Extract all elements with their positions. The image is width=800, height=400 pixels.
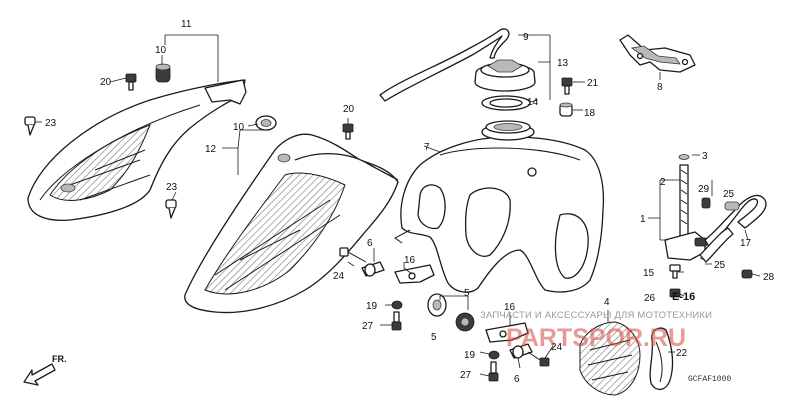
- callout-15-lower: 15: [643, 268, 655, 279]
- bolt-20-upper: [125, 73, 137, 91]
- clip-23-lower: [165, 199, 177, 219]
- cushion-5-upper: [427, 293, 447, 317]
- callout-18: 18: [584, 108, 596, 119]
- fuel-tube-25: [699, 201, 740, 263]
- breather-tube: [379, 28, 510, 102]
- grommet-10-lower: [255, 115, 277, 131]
- watermark-tagline: ЗАПЧАСТИ И АКСЕССУАРЫ ДЛЯ МОТОТЕХНИКИ: [480, 310, 712, 321]
- left-shroud: [27, 79, 247, 221]
- callout-17: 17: [740, 238, 752, 249]
- callout-9: 9: [523, 32, 529, 43]
- washer-19-upper: [391, 300, 403, 310]
- callout-13: 13: [557, 58, 569, 69]
- washer-19-lower: [488, 350, 500, 360]
- callout-27-lower: 27: [460, 370, 472, 381]
- callout-11: 11: [181, 19, 192, 30]
- front-label: FR.: [52, 354, 67, 364]
- rubber-band: [649, 327, 674, 391]
- callout-3: 3: [702, 151, 708, 162]
- callout-24-upper: 24: [333, 271, 345, 282]
- front-direction-indicator: FR.: [23, 354, 67, 386]
- watermark-brand: PARTSPOR.RU: [506, 324, 686, 352]
- callout-6-lower: 6: [514, 374, 520, 385]
- mount-stay-16-upper: [394, 264, 435, 284]
- callout-25-lower: 25: [714, 260, 726, 271]
- callout-6-upper: 6: [367, 238, 373, 249]
- callout-16-lower: 16: [504, 302, 516, 313]
- callout-14: 14: [527, 97, 539, 108]
- callout-20-upper: 20: [100, 77, 112, 88]
- callout-5-upper: 5: [464, 288, 470, 299]
- heat-guard: [579, 321, 641, 396]
- callout-8: 8: [657, 82, 663, 93]
- callout-19-upper: 19: [366, 301, 378, 312]
- bolt-21: [561, 77, 573, 95]
- callout-24-lower: 24: [551, 342, 563, 353]
- watermark: ЗАПЧАСТИ И АКСЕССУАРЫ ДЛЯ МОТОТЕХНИКИ PA…: [480, 310, 712, 352]
- bolt-27-upper: [391, 311, 402, 331]
- callout-12: 12: [205, 144, 217, 155]
- bolt-24-lower: [527, 351, 550, 367]
- callout-20-right: 20: [343, 104, 355, 115]
- bracket-8: [619, 34, 696, 73]
- right-shroud: [184, 133, 399, 314]
- callout-4: 4: [604, 297, 610, 308]
- callout-16-upper: 16: [404, 255, 416, 266]
- bolt-24-upper: [339, 247, 367, 263]
- callout-29: 29: [698, 184, 710, 195]
- clip-28: [741, 269, 753, 279]
- mount-stay-16-lower: [485, 322, 529, 343]
- collar-6-upper: [361, 261, 385, 277]
- callout-25-upper: 25: [723, 189, 735, 200]
- callout-23-lower: 23: [166, 182, 178, 193]
- bolt-26: [669, 288, 681, 298]
- diagram-code: GCFAF1000: [688, 375, 731, 384]
- bolt-27-lower: [488, 361, 499, 382]
- callout-1: 1: [640, 214, 646, 225]
- bolt-20-right: [342, 123, 354, 140]
- collar-18: [559, 102, 573, 117]
- callout-2: 2: [660, 177, 666, 188]
- callout-5-lower: 5: [431, 332, 437, 343]
- callout-10-lower: 10: [233, 122, 245, 133]
- callout-10-upper: 10: [155, 45, 167, 56]
- clip-23-upper: [24, 116, 36, 136]
- callout-26: 26: [644, 293, 656, 304]
- fuel-valve: [664, 154, 708, 261]
- callout-19-lower: 19: [464, 350, 476, 361]
- screw-15-lower: [669, 264, 681, 279]
- reference-e16: E-16: [672, 291, 695, 303]
- callout-21: 21: [587, 78, 599, 89]
- fuel-tank: [394, 120, 605, 293]
- callout-28: 28: [763, 272, 775, 283]
- callout-23-upper: 23: [45, 118, 57, 129]
- callout-7: 7: [424, 142, 430, 153]
- cap-gasket: [481, 95, 531, 111]
- grommet-10-upper: [155, 63, 171, 83]
- callout-numbers: 11 10 20 23 10 20 12 23 9 13 14 21 18 7 …: [45, 19, 775, 385]
- leader-lines: [35, 34, 761, 377]
- clip-29: [701, 197, 711, 209]
- front-arrow-icon: [23, 363, 56, 386]
- callout-22: 22: [676, 348, 688, 359]
- cushion-5-lower: [455, 312, 475, 332]
- callout-27-upper: 27: [362, 321, 374, 332]
- fuel-cap: [474, 59, 536, 92]
